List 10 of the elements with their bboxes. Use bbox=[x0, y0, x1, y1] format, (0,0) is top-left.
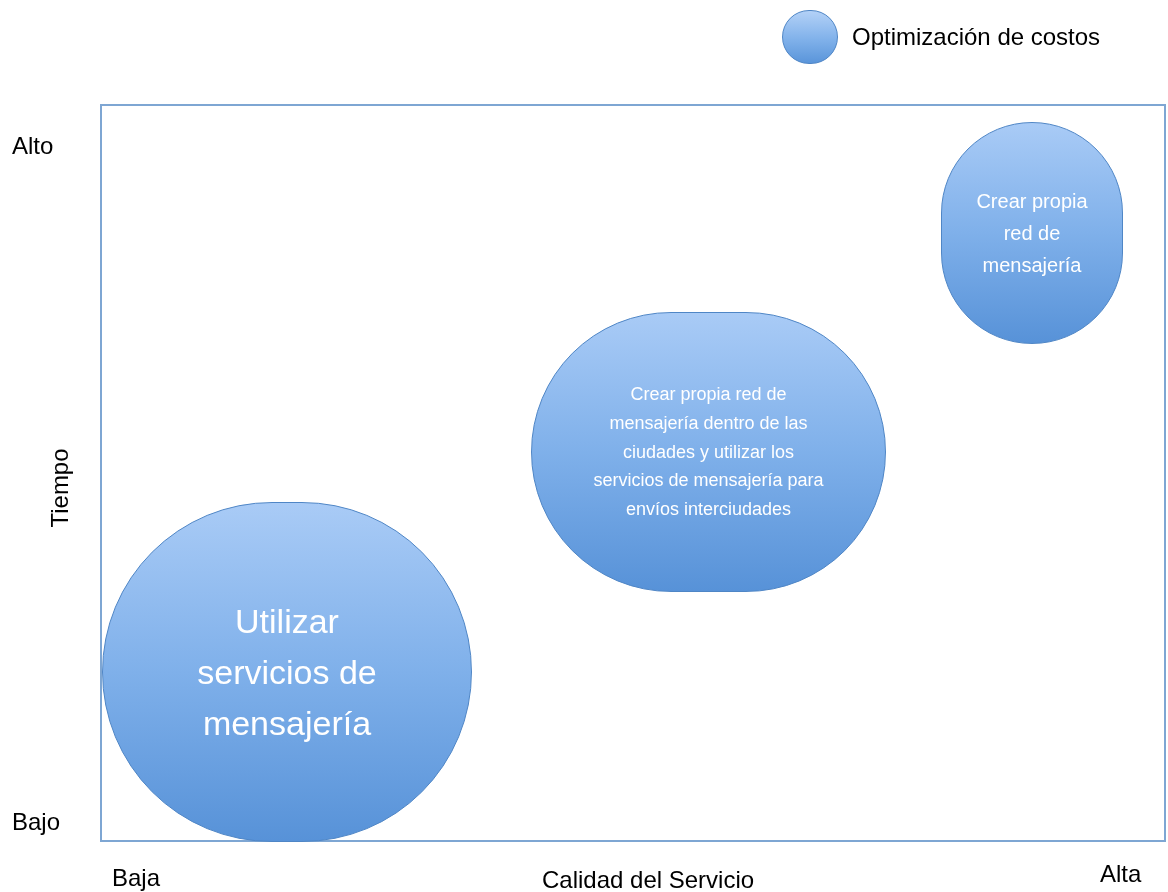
axis-label: Baja bbox=[112, 863, 161, 892]
axis-label: Alta bbox=[1100, 859, 1142, 889]
axis-label: Tiempo bbox=[44, 448, 74, 528]
axis-label: Calidad del Servicio bbox=[542, 865, 755, 892]
bubble-label: Utilizar servicios de mensajería bbox=[196, 600, 378, 744]
axis-label: Alto bbox=[12, 131, 54, 161]
legend-label: Optimización de costos bbox=[852, 22, 1101, 52]
bubble-label: Crear propia red de mensajería dentro de las ciudades y utilizar los servicios de mensajería para envíos interciudades bbox=[592, 383, 825, 522]
axis-label: Bajo bbox=[12, 807, 61, 837]
bubble-label: Crear propia red de mensajería bbox=[975, 189, 1089, 278]
